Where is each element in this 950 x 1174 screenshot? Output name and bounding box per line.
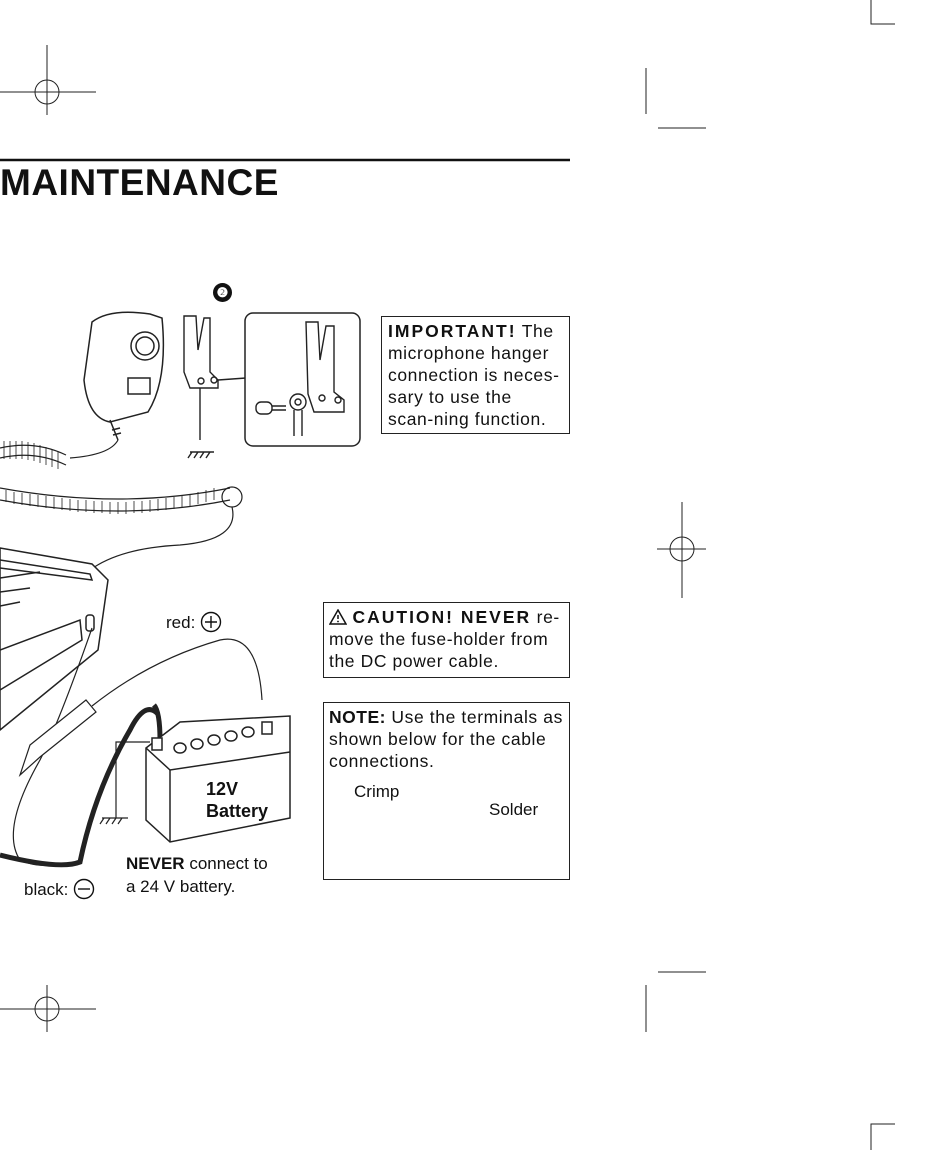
caution-text: re-move the fuse-holder from the DC powe… xyxy=(329,607,560,671)
step-number-marker: ❷ xyxy=(213,283,232,302)
coil-ticks xyxy=(3,441,215,514)
inset-detail xyxy=(255,321,345,436)
red-cable-label: red: xyxy=(166,611,222,633)
important-text: The microphone hanger connection is nece… xyxy=(388,321,560,429)
coiled-cord xyxy=(0,439,243,571)
caution-heading: CAUTION! NEVER xyxy=(352,607,532,627)
important-heading: IMPORTANT! xyxy=(388,321,517,341)
black-cable-label: black: xyxy=(24,878,95,900)
transceiver-drawing xyxy=(0,547,109,731)
crop-marks xyxy=(645,0,895,1150)
note-text: Use the terminals as shown below for the… xyxy=(329,707,563,771)
registration-marks xyxy=(0,45,706,1032)
note-heading: NOTE: xyxy=(329,707,386,727)
microphone-drawing xyxy=(83,311,165,441)
important-box: IMPORTANT! The microphone hanger connect… xyxy=(381,316,570,434)
battery-label: 12V Battery xyxy=(206,779,269,821)
hanger-drawing xyxy=(183,315,247,459)
caution-box: CAUTION! NEVER re-move the fuse-holder f… xyxy=(323,602,570,678)
minus-circle-icon xyxy=(73,878,95,900)
ground-wire xyxy=(99,741,150,825)
power-cables xyxy=(0,627,263,868)
plus-circle-icon xyxy=(200,611,222,633)
note-box: NOTE: Use the terminals as shown below f… xyxy=(323,702,570,880)
warning-triangle-icon xyxy=(328,608,348,625)
solder-label: Solder xyxy=(489,800,539,819)
battery-drawing xyxy=(145,715,291,843)
crimp-label: Crimp xyxy=(354,782,400,801)
section-title: MAINTENANCE xyxy=(0,162,279,203)
voltage-warning: NEVER connect to a 24 V battery. xyxy=(126,854,268,896)
inset-frame xyxy=(244,312,361,447)
